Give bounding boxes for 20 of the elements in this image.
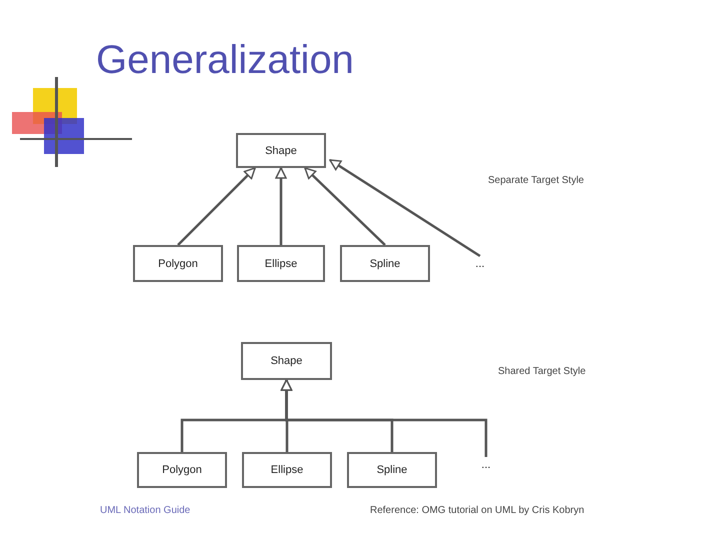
generalization-arrow [329,158,481,258]
class-box: Shape [241,342,332,380]
class-box: Ellipse [242,452,332,488]
generalization-arrow [177,167,256,246]
generalization-arrow [275,167,287,245]
class-box: Shape [236,133,326,168]
ellipsis-text: ... [468,256,492,272]
footer-text: UML Notation Guide [100,505,190,516]
class-box: Spline [340,245,430,282]
class-box: Spline [347,452,437,488]
class-box: Ellipse [237,245,325,282]
class-box: Polygon [133,245,223,282]
generalization-arrow [280,379,488,457]
footer-text: Reference: OMG tutorial on UML by Cris Kobryn [370,505,584,516]
generalization-arrow [304,167,386,246]
slide-title: Generalization [96,38,354,83]
ellipsis-text: ... [474,457,498,473]
style-label: Separate Target Style [488,175,584,186]
class-box: Polygon [137,452,227,488]
style-label: Shared Target Style [498,366,586,377]
